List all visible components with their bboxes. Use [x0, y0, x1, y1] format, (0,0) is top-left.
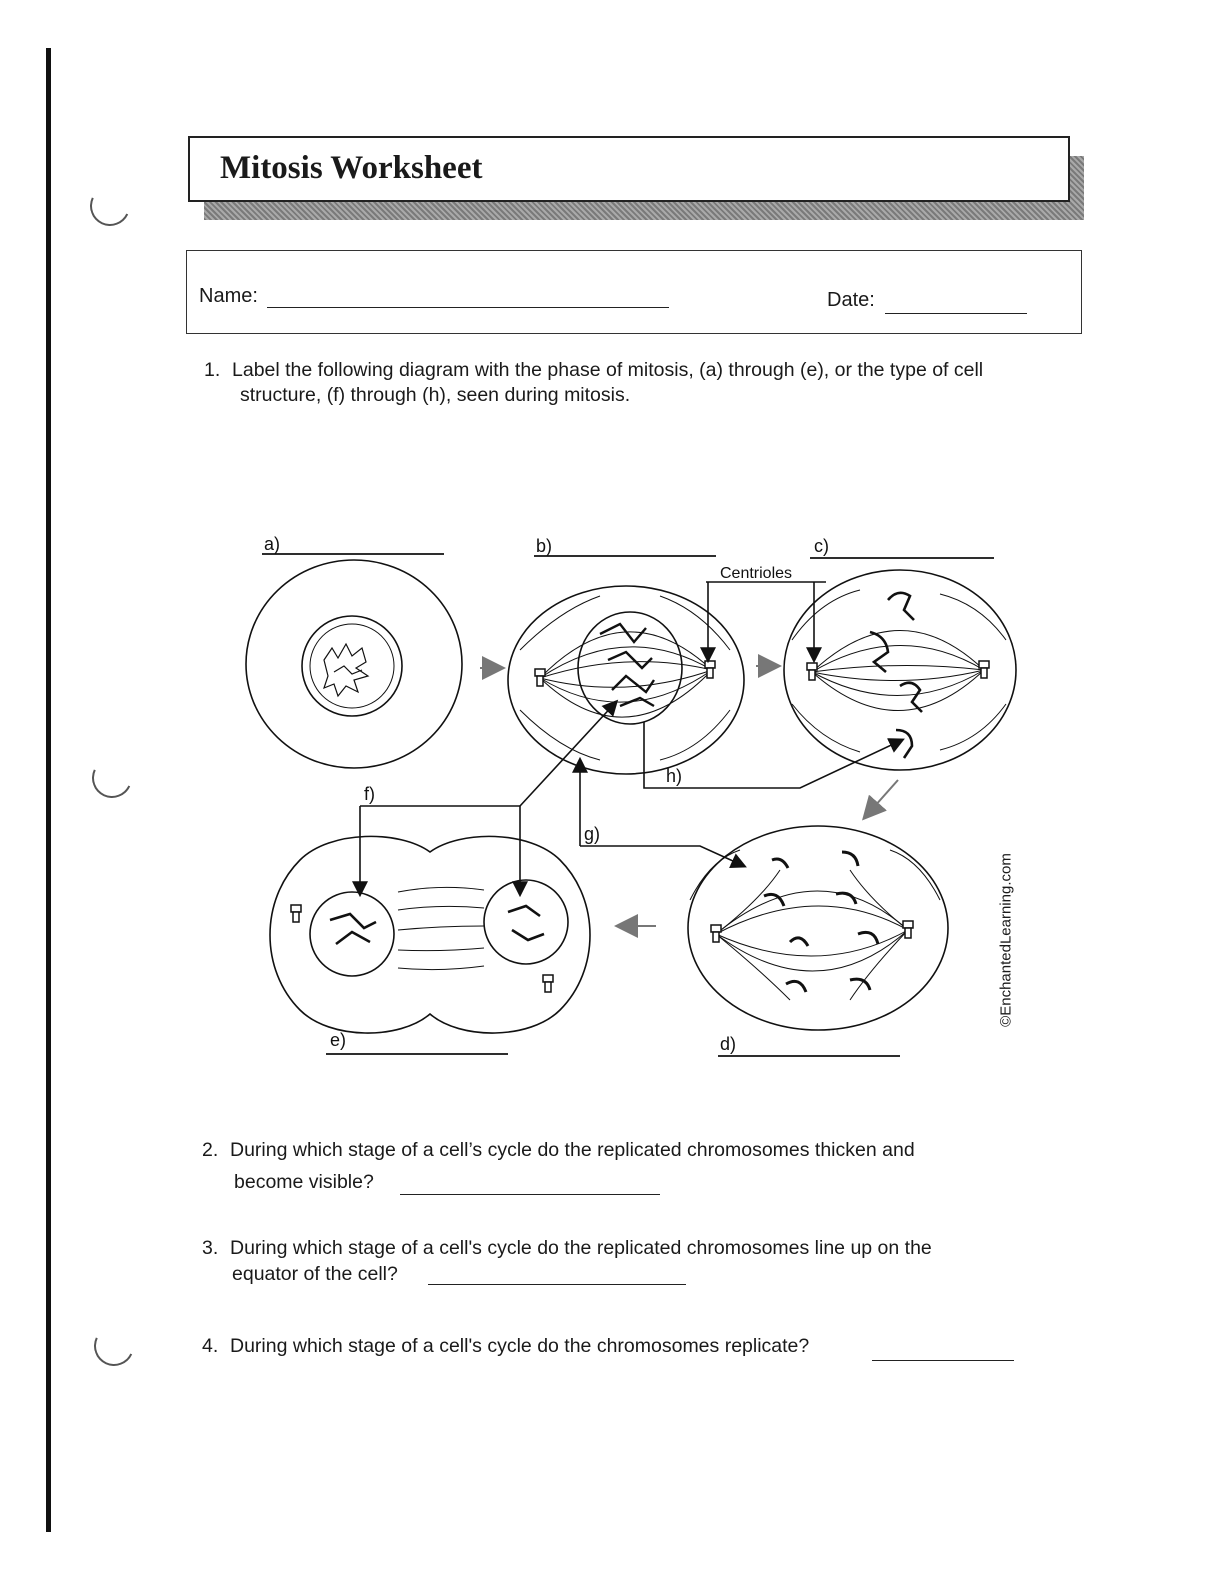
question-number: 3. [202, 1236, 230, 1261]
answer-blank-2[interactable] [400, 1194, 660, 1195]
answer-blank-3[interactable] [428, 1284, 686, 1285]
answer-blank-4[interactable] [872, 1360, 1014, 1361]
question-2-line2: become visible? [234, 1170, 374, 1195]
question-text: During which stage of a cell’s cycle do … [230, 1139, 915, 1161]
g-pointer [580, 760, 744, 866]
title-box: Mitosis Worksheet [188, 136, 1070, 202]
question-text: During which stage of a cell's cycle do … [230, 1335, 809, 1357]
question-3-line2: equator of the cell? [232, 1262, 398, 1287]
cell-a [246, 560, 462, 768]
label-a: a) [264, 534, 280, 554]
credit-text: ©EnchantedLearning.com [998, 853, 1015, 1027]
label-g: g) [584, 824, 600, 844]
question-2: 2.During which stage of a cell’s cycle d… [202, 1138, 915, 1163]
question-3: 3.During which stage of a cell's cycle d… [202, 1236, 932, 1261]
label-h: h) [666, 766, 682, 786]
question-number: 2. [202, 1138, 230, 1163]
label-e: e) [330, 1030, 346, 1050]
label-f: f) [364, 784, 375, 804]
page-title: Mitosis Worksheet [220, 150, 482, 187]
h-pointer [644, 722, 902, 788]
cell-d [688, 826, 948, 1030]
question-text: During which stage of a cell's cycle do … [230, 1237, 932, 1259]
centrioles-label: Centrioles [720, 565, 792, 582]
label-d: d) [720, 1034, 736, 1054]
question-number: 4. [202, 1334, 230, 1359]
question-4: 4.During which stage of a cell's cycle d… [202, 1334, 809, 1359]
cell-c [784, 570, 1016, 770]
f-pointer [360, 702, 616, 894]
label-b: b) [536, 536, 552, 556]
credit-watermark: ©EnchantedLearning.com [994, 840, 1018, 1040]
label-c: c) [814, 536, 829, 556]
cell-e [270, 836, 590, 1033]
